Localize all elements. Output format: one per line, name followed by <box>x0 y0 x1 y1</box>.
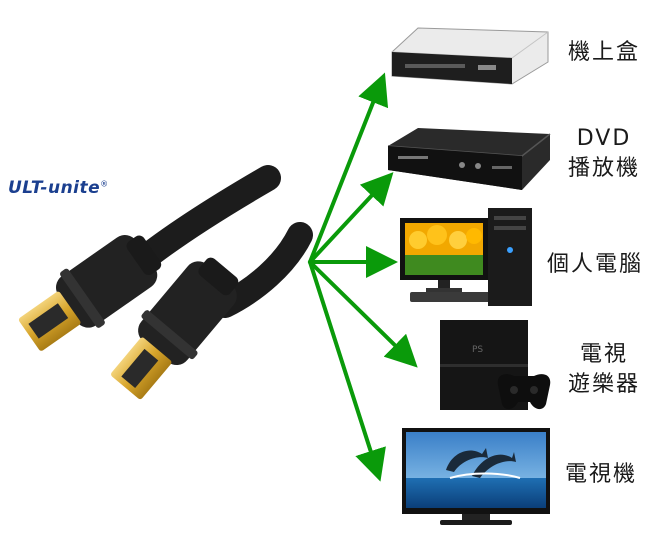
label-set-top-box: 機上盒 <box>567 40 640 65</box>
computer-image <box>400 208 532 306</box>
hdmi-cable-image <box>18 165 313 400</box>
label-computer: 個人電腦 <box>546 252 643 277</box>
arrow-to-dvd-player <box>308 172 394 264</box>
brand-name: ULT-unite <box>8 178 101 198</box>
registered-mark: ® <box>100 179 109 189</box>
brand-logo: ULT-unite® <box>8 178 109 198</box>
label-tv: 電視機 <box>564 462 637 487</box>
arrow-to-game-console <box>308 260 418 368</box>
arrow-to-set-top-box <box>308 72 389 264</box>
label-game-console: 電視 遊樂器 <box>567 342 640 397</box>
tv-image <box>402 428 550 525</box>
dvd-player-image <box>387 128 551 190</box>
set-top-box-image <box>391 27 549 85</box>
arrow-to-tv <box>308 260 386 482</box>
game-console-image: PS <box>440 320 551 410</box>
label-dvd-player: DVD 播放機 <box>567 126 640 181</box>
connection-arrows <box>308 72 418 482</box>
svg-text:PS: PS <box>472 345 483 355</box>
